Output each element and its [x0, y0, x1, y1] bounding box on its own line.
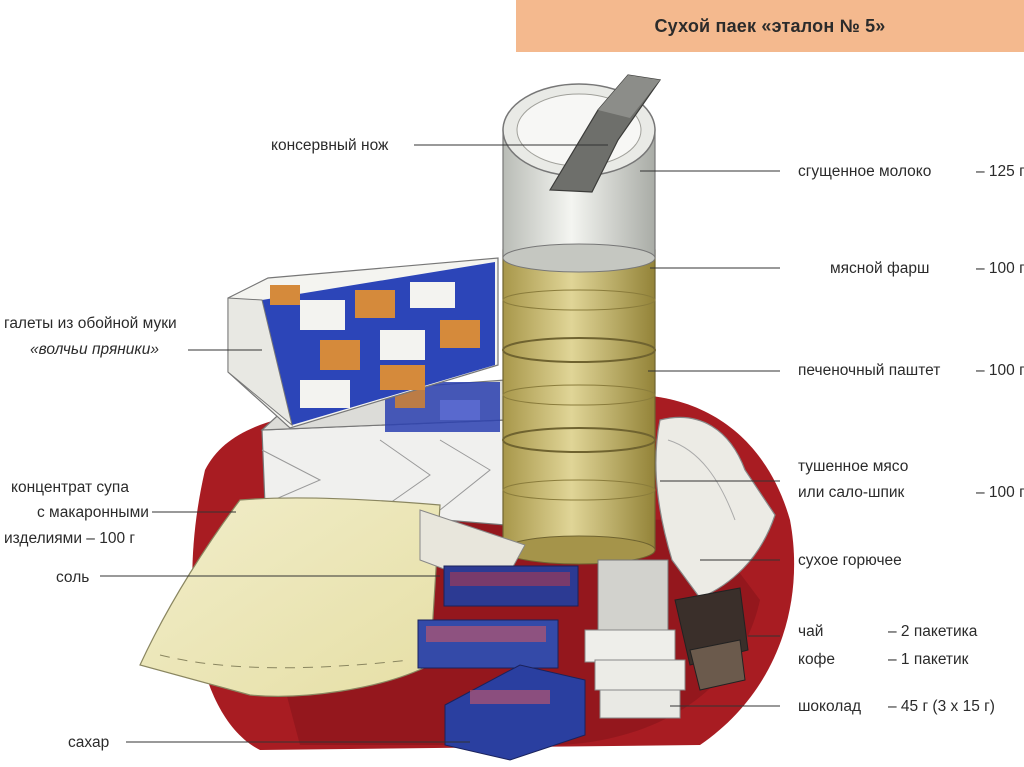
label-tea: чай	[798, 623, 824, 640]
label-salt: соль	[56, 569, 90, 586]
title-banner: Сухой паек «эталон № 5»	[516, 0, 1024, 52]
label-coffee: кофе	[798, 651, 835, 668]
label-knife: консервный нож	[271, 137, 389, 154]
can-stack	[502, 74, 662, 565]
tea-coffee-packets	[674, 587, 749, 691]
label-stew-line1: тушенное мясо	[798, 458, 909, 475]
label-soup-line3: изделиями – 100 г	[4, 530, 136, 547]
label-tea-amount: – 2 пакетика	[888, 623, 978, 640]
label-milk-amount: – 125 г	[976, 163, 1024, 180]
galety-packs	[227, 257, 506, 526]
label-soup-line2: с макаронными	[37, 504, 149, 521]
label-fuel: сухое горючее	[798, 552, 902, 569]
label-pate: печеночный паштет	[798, 362, 941, 379]
label-choco: шоколад	[798, 698, 861, 715]
label-coffee-amount: – 1 пакетик	[888, 651, 969, 668]
page-title: Сухой паек «эталон № 5»	[654, 15, 886, 36]
chocolate-bars	[417, 565, 586, 761]
dry-fuel-tablets	[584, 559, 686, 719]
label-farsh: мясной фарш	[830, 260, 930, 277]
label-galety-line2: «волчьи пряники»	[30, 341, 159, 358]
leader-lines	[100, 144, 780, 743]
label-farsh-amount: – 100 г	[976, 260, 1024, 277]
label-stew-amount: – 100 г	[976, 484, 1024, 501]
label-pate-amount: – 100 г	[976, 362, 1024, 379]
label-galety-line1: галеты из обойной муки	[4, 315, 177, 332]
label-milk: сгущенное молоко	[798, 163, 932, 180]
label-soup-line1: концентрат супа	[11, 479, 129, 496]
label-choco-amount: – 45 г (3 х 15 г)	[888, 698, 995, 715]
stew-packet	[655, 416, 776, 599]
label-stew-line2: или сало-шпик	[798, 484, 905, 501]
label-sugar: сахар	[68, 734, 110, 751]
